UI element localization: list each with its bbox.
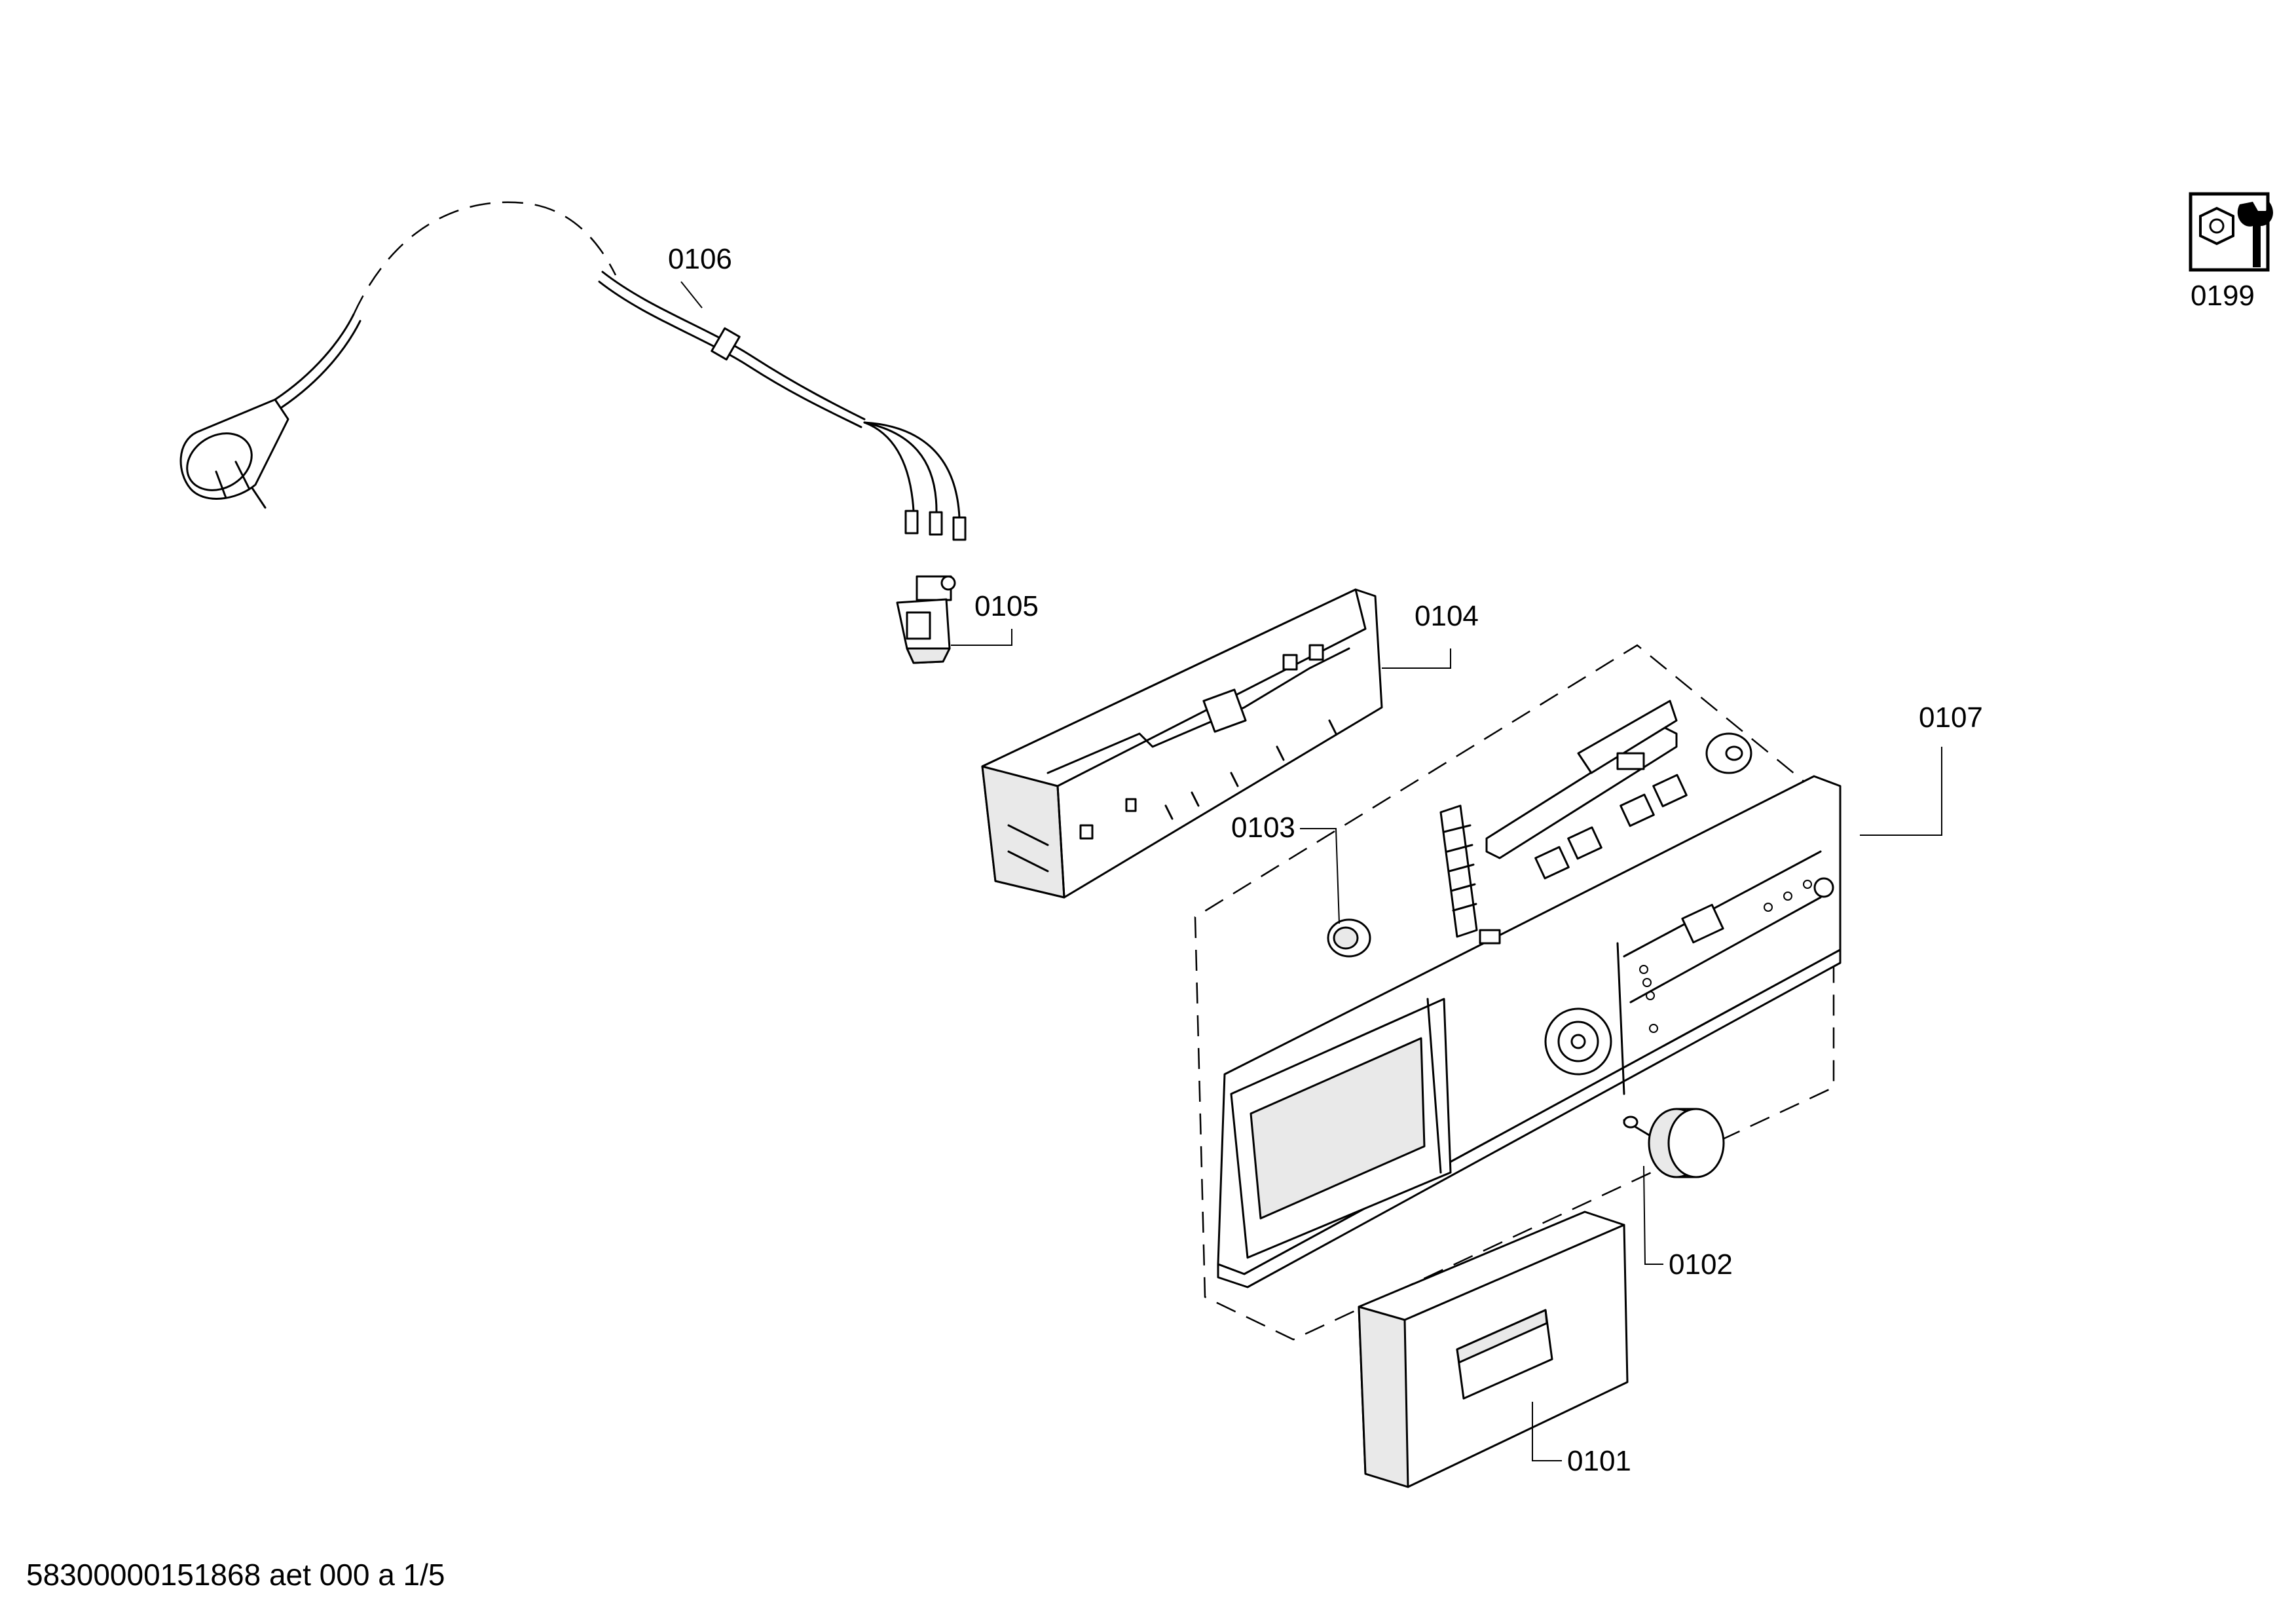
part-label-0101[interactable]: 0101 <box>1567 1445 1631 1477</box>
leader-line-0106 <box>680 281 703 309</box>
part-label-0105[interactable]: 0105 <box>974 590 1039 622</box>
part-label-0199[interactable]: 0199 <box>2191 280 2255 312</box>
light-guide-part-0103 <box>1327 918 1371 958</box>
drawer-handle-part-0101 <box>1358 1210 1629 1488</box>
part-label-0102[interactable]: 0102 <box>1669 1248 1733 1281</box>
leader-line-0102 <box>1643 1165 1663 1265</box>
button-set-part-0107 <box>1485 700 1752 880</box>
drawing-reference-footer: 58300000151868 aet 000 a 1/5 <box>26 1558 445 1592</box>
control-module-part-0104 <box>981 588 1383 899</box>
fascia-panel-part-0107 <box>1217 775 1842 1288</box>
part-label-0103[interactable]: 0103 <box>1231 812 1295 844</box>
part-label-0107[interactable]: 0107 <box>1919 702 1983 734</box>
part-label-0106[interactable]: 0106 <box>668 243 732 275</box>
leader-line-0104 <box>1382 648 1451 669</box>
leader-line-0107 <box>1860 747 1942 836</box>
power-cord-part-0106 <box>179 201 967 541</box>
leader-line-0103 <box>1300 828 1340 924</box>
knob-part-0102 <box>1623 1108 1725 1178</box>
light-pipe-strip <box>1439 804 1478 938</box>
wrench-nut-icon[interactable] <box>2189 192 2273 272</box>
assembly-outline <box>1194 644 1835 1341</box>
leader-line-0105 <box>951 629 1012 646</box>
connector-part-0105 <box>896 575 956 664</box>
part-label-0104[interactable]: 0104 <box>1415 600 1479 632</box>
leader-line-0101 <box>1532 1402 1562 1461</box>
